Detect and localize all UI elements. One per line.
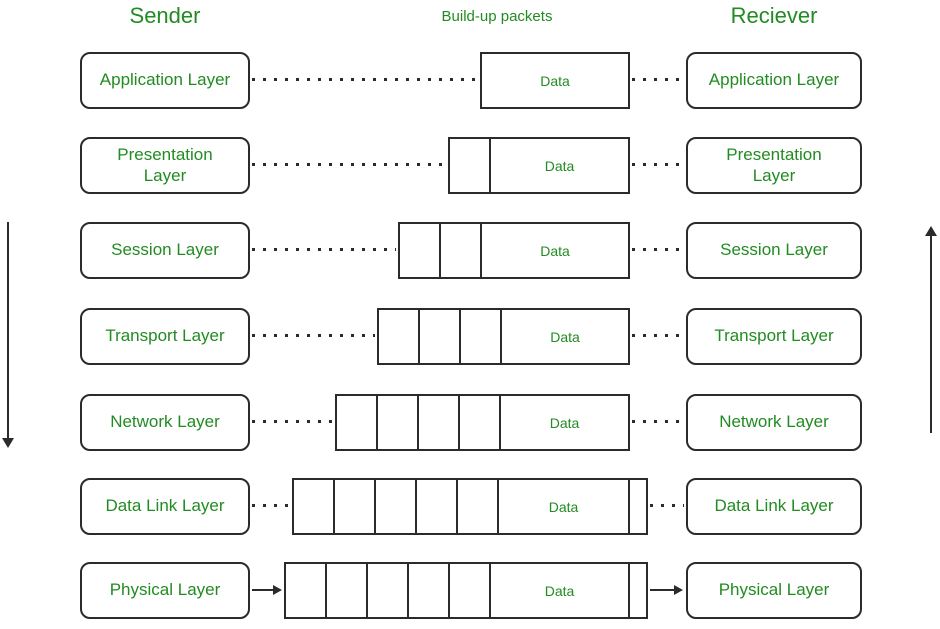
data-label: Data	[544, 582, 575, 599]
packet-header-cell	[441, 224, 482, 277]
packet-header-cell	[460, 396, 501, 449]
receiver-layer-box: Data Link Layer	[686, 478, 862, 535]
packet-header-cell	[420, 310, 461, 363]
packet-header-cell	[337, 396, 378, 449]
receiver-flow-arrow-line	[930, 236, 932, 433]
sender-layer-label: Physical Layer	[109, 580, 221, 600]
data-label: Data	[540, 72, 570, 89]
packet-header-cell	[450, 139, 491, 192]
packet-data-cell: Data	[499, 480, 628, 533]
packet: Data	[292, 478, 648, 535]
packet-data-cell: Data	[491, 139, 628, 192]
receiver-layer-label: Network Layer	[719, 412, 829, 432]
arrow-connector-right-line	[650, 589, 675, 591]
packet-header-cell	[458, 480, 499, 533]
data-label: Data	[548, 498, 579, 515]
dotted-connector-right	[632, 248, 684, 251]
packet-trailer-cell	[628, 480, 646, 533]
data-label: Data	[540, 242, 570, 259]
sender-layer-box: Network Layer	[80, 394, 250, 451]
data-label: Data	[544, 157, 575, 174]
packet-header-cell	[450, 564, 491, 617]
sender-layer-label: Data Link Layer	[105, 496, 225, 516]
packet-header-cell	[417, 480, 458, 533]
packet: Data	[335, 394, 630, 451]
packet-header-cell	[409, 564, 450, 617]
packet: Data	[398, 222, 630, 279]
arrow-connector-right-head-icon	[674, 585, 683, 595]
sender-layer-label: Network Layer	[110, 412, 220, 432]
packet-header-cell	[461, 310, 502, 363]
dotted-connector-left	[252, 78, 478, 81]
packet-header-cell	[419, 396, 460, 449]
packet: Data	[480, 52, 630, 109]
sender-layer-box: Transport Layer	[80, 308, 250, 365]
receiver-layer-box: Presentation Layer	[686, 137, 862, 194]
sender-layer-box: Session Layer	[80, 222, 250, 279]
sender-layer-box: Application Layer	[80, 52, 250, 109]
packet-header-cell	[376, 480, 417, 533]
dotted-connector-left	[252, 504, 290, 507]
packet-header-cell	[327, 564, 368, 617]
receiver-layer-box: Network Layer	[686, 394, 862, 451]
packet: Data	[377, 308, 630, 365]
dotted-connector-right	[632, 78, 684, 81]
data-label: Data	[550, 328, 580, 345]
receiver-layer-label: Transport Layer	[714, 326, 834, 346]
sender-layer-box: Physical Layer	[80, 562, 250, 619]
dotted-connector-right	[632, 334, 684, 337]
packet-header-cell	[286, 564, 327, 617]
dotted-connector-right	[650, 504, 684, 507]
sender-layer-label: Presentation Layer	[117, 145, 213, 185]
packet-header-cell	[400, 224, 441, 277]
sender-flow-arrow-down-icon	[2, 438, 14, 448]
sender-layer-label: Transport Layer	[105, 326, 225, 346]
dotted-connector-left	[252, 334, 375, 337]
sender-flow-arrow-line	[7, 222, 9, 440]
receiver-layer-label: Data Link Layer	[714, 496, 834, 516]
dotted-connector-right	[632, 420, 684, 423]
dotted-connector-right	[632, 163, 684, 166]
arrow-connector-left-head-icon	[273, 585, 282, 595]
packet-header-cell	[368, 564, 409, 617]
packet-header-cell	[294, 480, 335, 533]
receiver-column-title: Reciever	[730, 3, 818, 28]
receiver-layer-box: Transport Layer	[686, 308, 862, 365]
sender-layer-label: Session Layer	[111, 240, 219, 260]
receiver-layer-box: Physical Layer	[686, 562, 862, 619]
packet-header-cell	[335, 480, 376, 533]
data-label: Data	[549, 414, 580, 431]
receiver-layer-box: Application Layer	[686, 52, 862, 109]
dotted-connector-left	[252, 420, 333, 423]
receiver-layer-label: Application Layer	[708, 70, 840, 90]
packet-data-cell: Data	[482, 54, 628, 107]
sender-layer-label: Application Layer	[99, 70, 231, 90]
receiver-layer-label: Session Layer	[720, 240, 828, 260]
dotted-connector-left	[252, 248, 396, 251]
sender-layer-box: Presentation Layer	[80, 137, 250, 194]
arrow-connector-left-line	[252, 589, 274, 591]
sender-layer-box: Data Link Layer	[80, 478, 250, 535]
packet-data-cell: Data	[482, 224, 628, 277]
packet-data-cell: Data	[502, 310, 628, 363]
receiver-flow-arrow-up-icon	[925, 226, 937, 236]
packet-trailer-cell	[628, 564, 646, 617]
packet-data-cell: Data	[491, 564, 628, 617]
sender-column-title: Sender	[129, 3, 201, 28]
buildup-packets-title: Build-up packets	[441, 8, 553, 25]
dotted-connector-left	[252, 163, 446, 166]
receiver-layer-label: Presentation Layer	[726, 145, 822, 185]
packet-header-cell	[379, 310, 420, 363]
receiver-layer-box: Session Layer	[686, 222, 862, 279]
receiver-layer-label: Physical Layer	[718, 580, 830, 600]
packet-header-cell	[378, 396, 419, 449]
packet: Data	[284, 562, 648, 619]
packet-data-cell: Data	[501, 396, 628, 449]
packet: Data	[448, 137, 630, 194]
